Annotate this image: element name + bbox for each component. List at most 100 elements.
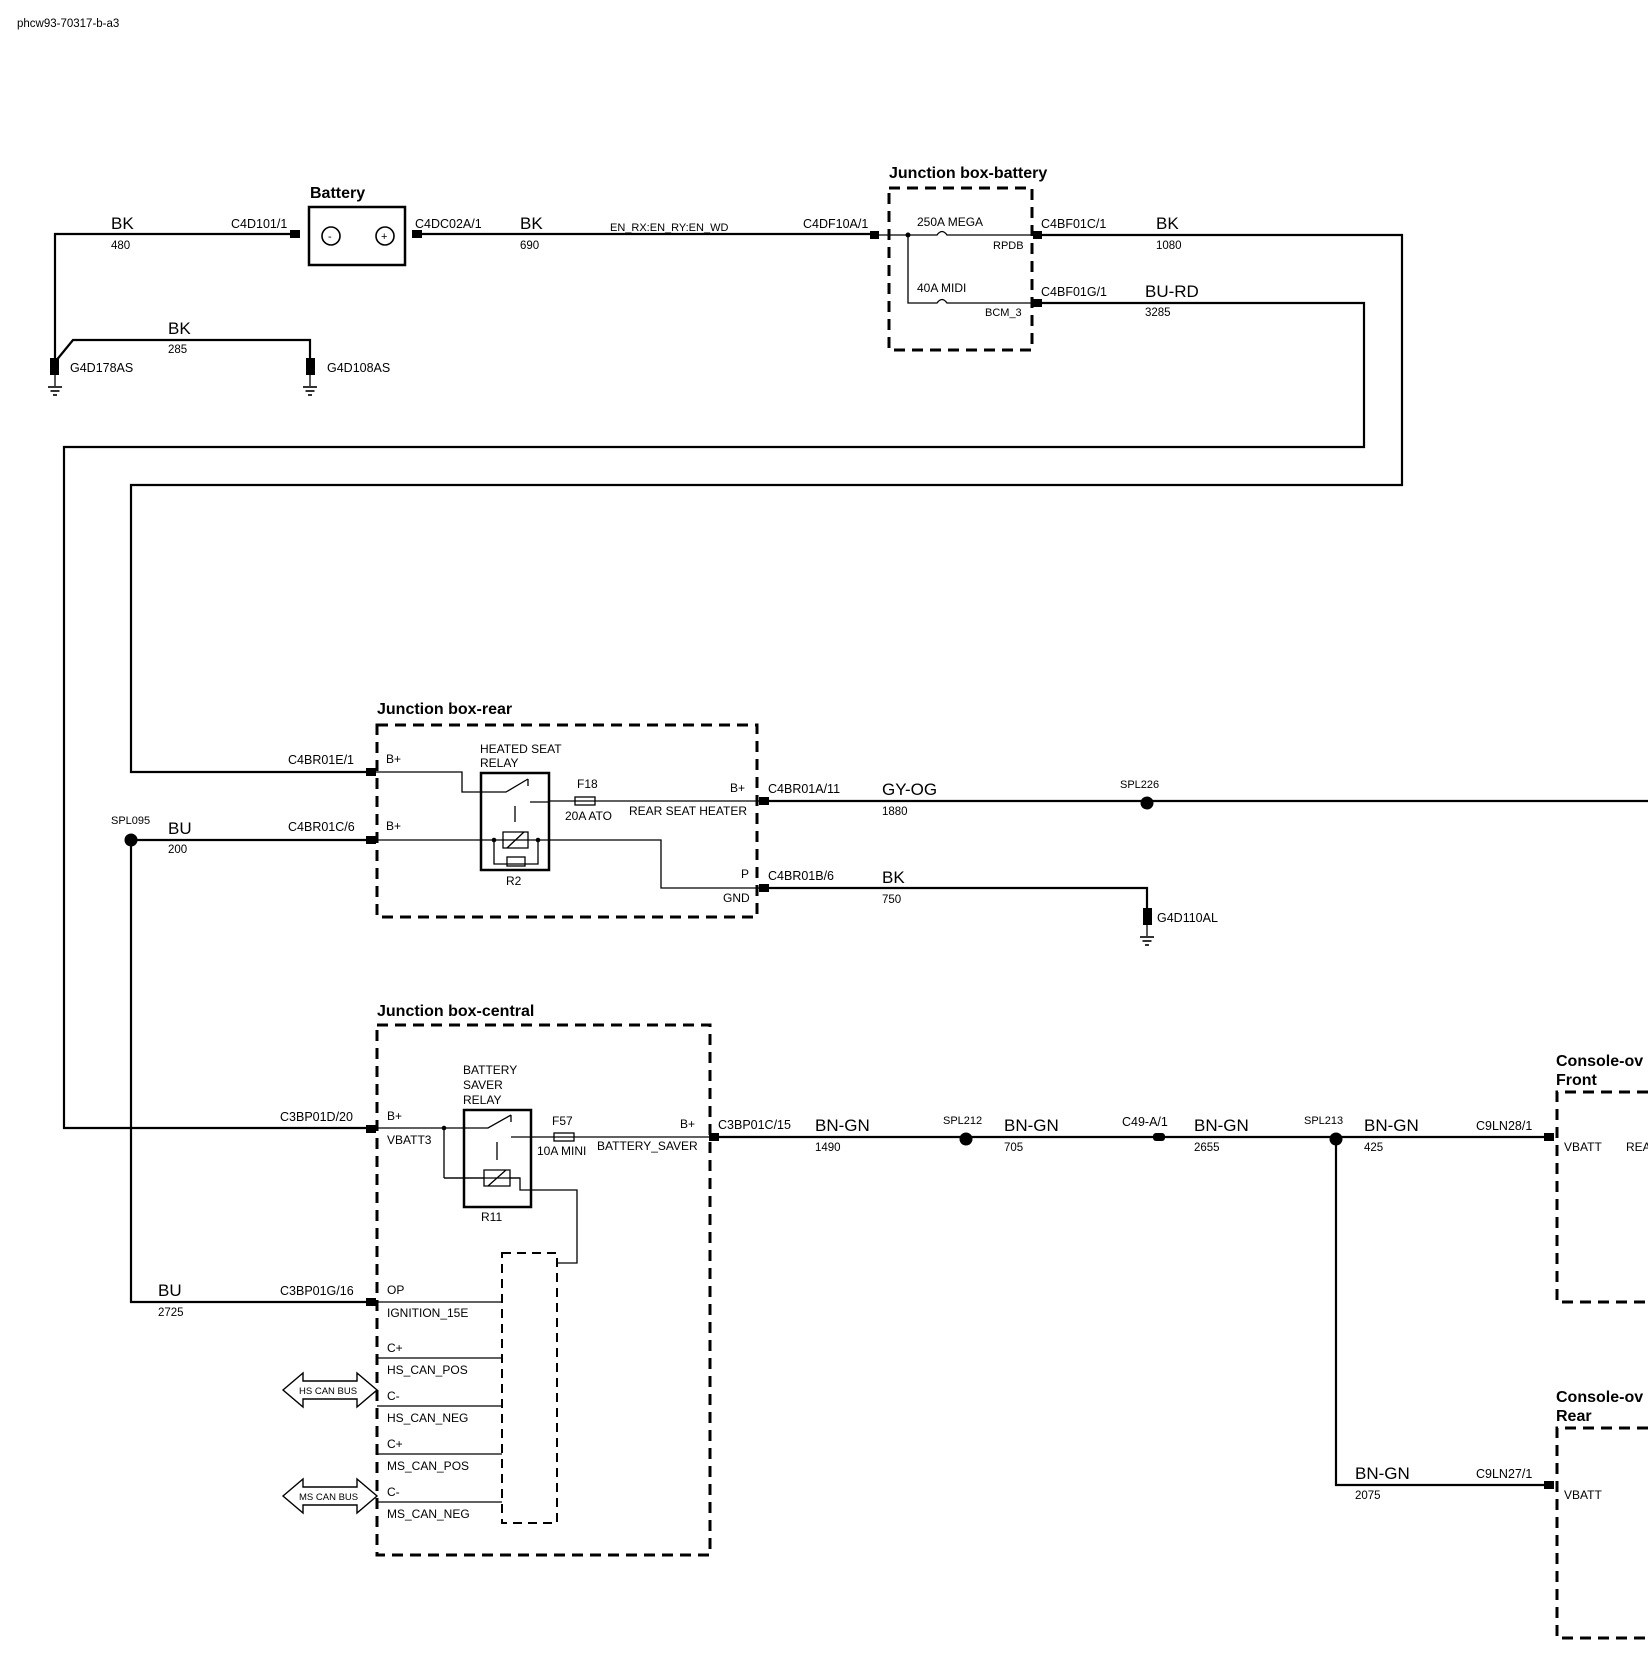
pin-bplus-central: B+ — [387, 1109, 402, 1123]
connector-pin — [366, 768, 376, 776]
battery-saver-label: BATTERY_SAVER — [597, 1139, 698, 1153]
wire-color-705: BN-GN — [1004, 1116, 1059, 1135]
console-front-title: Console-ov — [1556, 1053, 1643, 1070]
jb-rear-box — [375, 723, 759, 919]
pin-cminus-2: C- — [387, 1485, 400, 1499]
wire-2725 — [129, 840, 370, 1304]
fuse-250a-sub: RPDB — [993, 240, 1024, 252]
document-id: phcw93-70317-b-a3 — [17, 18, 119, 30]
svg-text:MS CAN BUS: MS CAN BUS — [299, 1492, 358, 1503]
ground-label-g4d178as: G4D178AS — [70, 361, 133, 375]
console-front-pin: VBATT — [1564, 1140, 1602, 1154]
wire-color-480: BK — [111, 214, 134, 233]
console-front-box — [1555, 1090, 1648, 1304]
battery-title: Battery — [310, 185, 365, 202]
pin-ms-can-neg: MS_CAN_NEG — [387, 1507, 470, 1521]
fuse-f18: F18 — [577, 777, 598, 791]
connector-c3bp01g: C3BP01G/16 — [280, 1284, 354, 1298]
wire-num-1880: 1880 — [882, 806, 908, 818]
relay-r2 — [479, 771, 551, 872]
connector-c9ln27: C9LN27/1 — [1476, 1467, 1532, 1481]
wire-num-2075: 2075 — [1355, 1490, 1381, 1502]
relay-r2-label: HEATED SEAT — [480, 742, 562, 756]
wire-480 — [53, 232, 290, 362]
battery-positive-terminal: + — [375, 226, 395, 246]
pin-cplus-1: C+ — [387, 1341, 403, 1355]
fuse-f57: F57 — [552, 1114, 573, 1128]
wire-color-2655: BN-GN — [1194, 1116, 1249, 1135]
connector-c3bp01d: C3BP01D/20 — [280, 1110, 353, 1124]
console-rear-title: Console-ov — [1556, 1389, 1643, 1406]
connector-c4bf01c: C4BF01C/1 — [1041, 217, 1106, 231]
svg-text:-: - — [328, 231, 332, 243]
wire-color-750: BK — [882, 868, 905, 887]
wire-num-425: 425 — [1364, 1142, 1383, 1154]
relay-r11-label: BATTERY — [463, 1063, 517, 1077]
connector-c3bp01c: C3BP01C/15 — [718, 1118, 791, 1132]
pin-gnd: GND — [723, 891, 750, 905]
splice-label-spl095: SPL095 — [111, 815, 150, 827]
wire-3285 — [62, 301, 1366, 1130]
battery-negative-terminal: - — [321, 226, 341, 246]
console-rear-box — [1555, 1426, 1648, 1640]
ground-label-g4d108as: G4D108AS — [327, 361, 390, 375]
wire-num-690: 690 — [520, 240, 539, 252]
splice-label-spl213: SPL213 — [1304, 1115, 1343, 1127]
connector-pin — [290, 230, 300, 238]
wire-color-200: BU — [168, 819, 192, 838]
can-lines — [377, 1357, 502, 1503]
ground-g4d108as — [302, 358, 318, 396]
splice-label-spl212: SPL212 — [943, 1115, 982, 1127]
pin-bplus-out-central: B+ — [680, 1117, 695, 1131]
connector-pin — [1033, 299, 1042, 307]
wire-num-200: 200 — [168, 844, 187, 856]
wire-num-705: 705 — [1004, 1142, 1023, 1154]
connector-pin — [1544, 1481, 1554, 1489]
wire-num-285: 285 — [168, 344, 187, 356]
pin-hs-can-neg: HS_CAN_NEG — [387, 1411, 468, 1425]
relay-r11-id: R11 — [481, 1210, 502, 1224]
wire-750 — [769, 886, 1149, 912]
splice-spl212 — [959, 1132, 973, 1146]
connector-pin — [759, 797, 769, 805]
jb-battery-box — [887, 186, 1034, 352]
wire-1080 — [129, 233, 1404, 774]
connector-c4d101: C4D101/1 — [231, 217, 287, 231]
wire-color-1490: BN-GN — [815, 1116, 870, 1135]
connector-pin — [366, 1125, 376, 1133]
connector-c4bf01g: C4BF01G/1 — [1041, 285, 1107, 299]
pin-vbatt3: VBATT3 — [387, 1133, 432, 1147]
pin-cminus-1: C- — [387, 1389, 400, 1403]
battery-body — [307, 205, 407, 267]
junction-dot — [491, 837, 497, 843]
splice-label-spl226: SPL226 — [1120, 779, 1159, 791]
connector-c9ln28: C9LN28/1 — [1476, 1119, 1532, 1133]
wire-color-690: BK — [520, 214, 543, 233]
jb-battery-internal — [879, 230, 1033, 304]
pin-bplus-out: B+ — [730, 781, 745, 795]
ground-g4d110al — [1139, 908, 1155, 946]
wire-2075 — [1334, 1139, 1548, 1487]
relay-r2-label2: RELAY — [480, 756, 518, 770]
jb-battery-title: Junction box-battery — [889, 165, 1047, 182]
rear-ground-path — [538, 839, 759, 889]
junction-dot — [441, 1125, 447, 1131]
wire-color-1080: BK — [1156, 214, 1179, 233]
wire-num-3285: 3285 — [1145, 307, 1171, 319]
splice-spl226 — [1140, 796, 1154, 810]
fuse-f57-rating: 10A MINI — [537, 1144, 586, 1158]
ground-label-g4d110al: G4D110AL — [1157, 911, 1218, 925]
pin-bplus-1: B+ — [386, 752, 401, 766]
relay-r11-coil — [483, 1169, 511, 1187]
wire-color-425: BN-GN — [1364, 1116, 1419, 1135]
connector-pin — [759, 884, 769, 892]
wire-285 — [54, 338, 312, 363]
fuse-40a: 40A MIDI — [917, 281, 966, 295]
pin-ms-can-pos: MS_CAN_POS — [387, 1459, 469, 1473]
svg-text:HS CAN BUS: HS CAN BUS — [299, 1386, 357, 1397]
jb-rear-title: Junction box-rear — [377, 701, 512, 718]
hs-can-bus-arrow: HS CAN BUS — [281, 1371, 379, 1409]
wire-num-2655: 2655 — [1194, 1142, 1220, 1154]
relay-r2-coil — [502, 831, 529, 849]
